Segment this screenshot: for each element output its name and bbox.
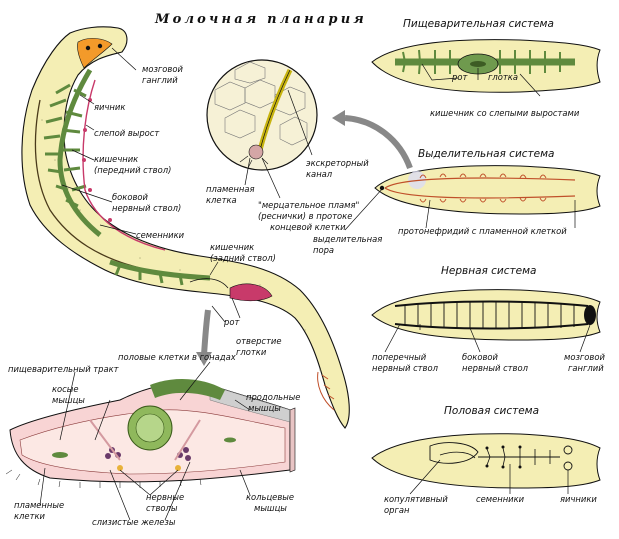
- label-copulatory-1: копулятивный: [384, 494, 448, 504]
- label-copulatory-2: орган: [384, 505, 410, 515]
- label-mucous-glands: слизистые железы: [92, 517, 176, 527]
- arrow-to-excretory: [332, 110, 413, 170]
- label-throat-opening-2: глотки: [236, 347, 267, 357]
- label-flame-cell-2: клетка: [206, 195, 237, 205]
- label-gonads: половые клетки в гонадах: [118, 352, 237, 362]
- label-excretory-pore-2: пора: [313, 245, 334, 255]
- label-cross-trunk-1: поперечный: [372, 352, 427, 362]
- section-title-digestive: Пищеварительная система: [403, 18, 554, 30]
- label-intestine-front-1: кишечник: [94, 154, 138, 164]
- label-flame-cells-2: клетки: [14, 511, 46, 521]
- section-title-excretory: Выделительная система: [418, 148, 554, 160]
- label-brain-ganglion-1: мозговой: [142, 64, 183, 74]
- label-dig-intestine: кишечник со слепыми выростами: [430, 108, 580, 118]
- label-intestine-back-2: (задний ствол): [210, 253, 276, 263]
- label-brain-gang-1: мозговой: [564, 352, 605, 362]
- main-planaria-body: [21, 26, 350, 429]
- diagram-title: Молочная планария: [154, 12, 367, 27]
- label-flicker-3: концевой клетки: [270, 222, 346, 232]
- label-flicker-1: "мерцательное пламя": [258, 200, 360, 210]
- arrow-to-cross-section: [196, 309, 212, 366]
- label-rep-ovaries: яичники: [560, 494, 597, 504]
- label-cross-trunk-2: нервный ствол: [372, 363, 439, 373]
- label-ovary: яичник: [94, 102, 125, 112]
- cross-section: [5, 378, 296, 488]
- label-mouth: рот: [223, 317, 240, 327]
- excretory-system-diagram: [374, 165, 601, 215]
- label-dig-mouth: рот: [451, 72, 468, 82]
- label-intestine-back-1: кишечник: [210, 242, 254, 252]
- digestive-system-diagram: [371, 39, 601, 93]
- label-excretory-pore-1: выделительная: [313, 234, 382, 244]
- label-lateral-trunk-1: боковой: [112, 192, 149, 202]
- label-brain-ganglion-2: ганглий: [142, 75, 178, 85]
- label-blind-outgrowth: слепой вырост: [94, 128, 160, 138]
- label-ring-muscles-2: мышцы: [254, 503, 287, 513]
- label-testes: семенники: [136, 230, 185, 240]
- label-ring-muscles-1: кольцевые: [246, 492, 294, 502]
- leader-lines: [39, 47, 591, 521]
- section-title-nervous: Нервная система: [441, 265, 536, 277]
- label-brain-gang-2: ганглий: [568, 363, 604, 373]
- label-excretory-canal-1: экскреторный: [306, 158, 369, 168]
- label-rep-testes: семенники: [476, 494, 525, 504]
- label-dig-tract: пищеварительный тракт: [8, 364, 120, 374]
- label-longitudinal-2: мышцы: [248, 403, 281, 413]
- label-dig-pharynx: глотка: [488, 72, 518, 82]
- label-oblique-2: мышцы: [52, 395, 85, 405]
- label-flame-cell-1: пламенная: [206, 184, 255, 194]
- label-excretory-canal-2: канал: [306, 169, 333, 179]
- label-lateral-trunk-2: нервный ствол): [112, 203, 181, 213]
- label-intestine-front-2: (передний ствол): [94, 165, 171, 175]
- label-throat-opening-1: отверстие: [236, 336, 282, 346]
- label-protonephridium: протонефридий с пламенной клеткой: [398, 226, 567, 236]
- label-flicker-2: (реснички) в протоке: [258, 211, 352, 221]
- nervous-system-diagram: [371, 289, 601, 341]
- label-longitudinal-1: продольные: [246, 392, 300, 402]
- label-side-trunk-2: нервный ствол: [462, 363, 529, 373]
- reproductive-system-diagram: [371, 433, 601, 489]
- section-title-reproductive: Половая система: [444, 405, 539, 417]
- label-nerve-trunks-1: нервные: [146, 492, 184, 502]
- label-oblique-1: косые: [52, 384, 79, 394]
- flame-cell-magnified-circle: [206, 59, 318, 171]
- label-flame-cells-1: пламенные: [14, 500, 64, 510]
- label-nerve-trunks-2: стволы: [146, 503, 178, 513]
- label-side-trunk-1: боковой: [462, 352, 499, 362]
